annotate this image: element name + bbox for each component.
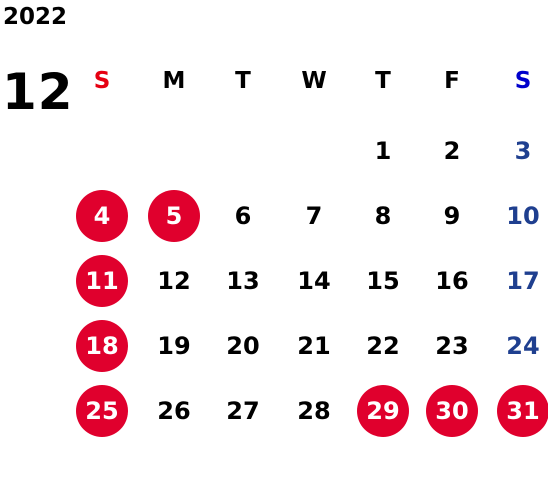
calendar-day-25[interactable]: 25 (76, 385, 128, 437)
calendar-day-20[interactable]: 20 (226, 332, 260, 360)
calendar-day-4[interactable]: 4 (76, 190, 128, 242)
calendar-day-9[interactable]: 9 (443, 202, 461, 230)
calendar-day-8[interactable]: 8 (374, 202, 392, 230)
calendar-day-29[interactable]: 29 (357, 385, 409, 437)
calendar-day-28[interactable]: 28 (297, 397, 331, 425)
calendar-day-2[interactable]: 2 (443, 137, 461, 165)
calendar-day-11[interactable]: 11 (76, 255, 128, 307)
calendar-day-15[interactable]: 15 (366, 267, 400, 295)
calendar-day-19[interactable]: 19 (157, 332, 191, 360)
calendar-day-5[interactable]: 5 (148, 190, 200, 242)
calendar-day-23[interactable]: 23 (435, 332, 469, 360)
weekday-header-sun: S (93, 68, 111, 94)
calendar-day-27[interactable]: 27 (226, 397, 260, 425)
calendar-day-18[interactable]: 18 (76, 320, 128, 372)
calendar-day-30[interactable]: 30 (426, 385, 478, 437)
calendar-day-14[interactable]: 14 (297, 267, 331, 295)
month-label: 12 (2, 63, 74, 121)
calendar-day-26[interactable]: 26 (157, 397, 191, 425)
calendar-day-13[interactable]: 13 (226, 267, 260, 295)
weekday-header-fri: F (444, 68, 460, 94)
weekday-header-tue: T (235, 68, 251, 94)
weekday-header-thu: T (375, 68, 391, 94)
weekday-header-mon: M (162, 68, 186, 94)
calendar-day-6[interactable]: 6 (234, 202, 252, 230)
calendar-day-12[interactable]: 12 (157, 267, 191, 295)
calendar-day-21[interactable]: 21 (297, 332, 331, 360)
calendar-day-22[interactable]: 22 (366, 332, 400, 360)
weekday-header-wed: W (301, 68, 327, 94)
calendar-day-24[interactable]: 24 (506, 332, 540, 360)
calendar-day-31[interactable]: 31 (497, 385, 548, 437)
calendar-day-17[interactable]: 17 (506, 267, 540, 295)
year-label: 2022 (3, 4, 68, 30)
calendar-day-1[interactable]: 1 (374, 137, 392, 165)
calendar-day-10[interactable]: 10 (506, 202, 540, 230)
weekday-header-sat: S (514, 68, 532, 94)
calendar-day-7[interactable]: 7 (305, 202, 323, 230)
calendar-day-3[interactable]: 3 (514, 137, 532, 165)
calendar-day-16[interactable]: 16 (435, 267, 469, 295)
